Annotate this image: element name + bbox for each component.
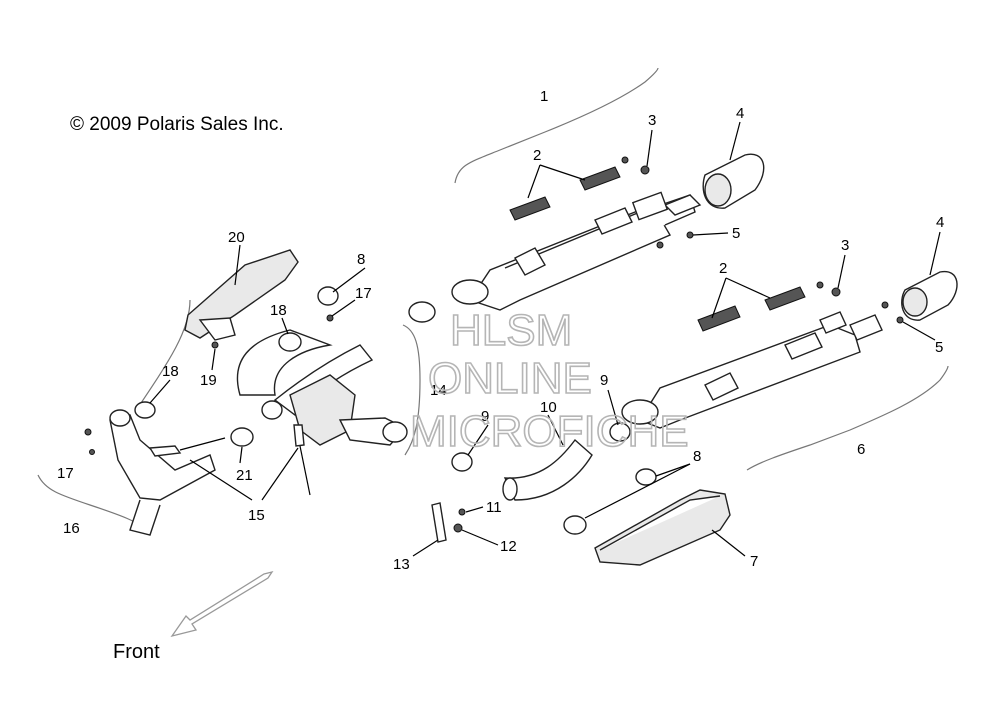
watermark: HLSM ONLINE MICROFICHE (409, 305, 689, 457)
callout-4-upper: 4 (736, 105, 744, 122)
callout-9-right: 9 (600, 372, 608, 389)
nut-17-upper (326, 314, 334, 322)
callout-7: 7 (750, 553, 758, 570)
front-label: Front (113, 641, 160, 663)
callout-3-lower: 3 (841, 237, 849, 254)
bolt-3b-lower (816, 281, 824, 289)
callout-8-lower: 8 (693, 448, 701, 465)
callout-8-upper: 8 (357, 251, 365, 268)
ring-8-upper (317, 286, 339, 306)
head-pipe-assembly (236, 329, 408, 446)
callout-19: 19 (200, 372, 217, 389)
callout-2-lower: 2 (719, 260, 727, 277)
gasket-18-lower (134, 401, 156, 419)
screw-5-upper (686, 231, 694, 239)
oxygen-sensor-left (148, 437, 226, 457)
bolt-3-upper (640, 165, 650, 175)
watermark-line-3: MICROFICHE (410, 407, 689, 456)
copyright-text: © 2009 Polaris Sales Inc. (70, 114, 284, 135)
muffler-tip-lower (901, 270, 958, 321)
callout-12: 12 (500, 538, 517, 555)
clamp-14-upper (408, 301, 436, 323)
watermark-line-1: HLSM (450, 306, 572, 355)
brace-14 (402, 324, 421, 456)
clamp-21 (230, 427, 254, 447)
callout-6: 6 (857, 441, 865, 458)
upper-muffler (451, 191, 702, 311)
watermark-line-2: ONLINE (428, 354, 592, 403)
callout-20: 20 (228, 229, 245, 246)
callout-21: 21 (236, 467, 253, 484)
callout-5-lower: 5 (935, 339, 943, 356)
screw-5-lower (881, 301, 889, 309)
brace-6 (746, 365, 949, 471)
callout-17-lower: 17 (57, 465, 74, 482)
mounting-bracket (431, 502, 466, 543)
brace-1 (454, 67, 659, 184)
callout-5-upper: 5 (732, 225, 740, 242)
clamp-9-right (609, 422, 631, 442)
screw-5b-upper (656, 241, 664, 249)
lower-heat-shield (594, 489, 731, 566)
brace-left (134, 299, 191, 413)
leader-lines (149, 121, 941, 557)
crossover-pipe (502, 438, 593, 501)
callout-14: 14 (430, 382, 447, 399)
callout-2-upper: 2 (533, 147, 541, 164)
callout-18-upper: 18 (270, 302, 287, 319)
oxygen-sensor-right (293, 424, 311, 496)
callout-labels: 1 2 3 4 5 2 3 4 5 6 7 8 9 9 10 11 12 13 … (57, 88, 944, 573)
clamp-ring-8b (563, 515, 587, 535)
callout-11: 11 (486, 499, 502, 516)
callout-13: 13 (393, 556, 410, 573)
header-pipe (109, 409, 216, 536)
callout-15: 15 (248, 507, 265, 524)
callout-1: 1 (540, 88, 548, 105)
callout-3-upper: 3 (648, 112, 656, 129)
clamp-9-left (451, 452, 473, 472)
gasket-18-upper (278, 332, 302, 352)
front-direction-arrow: Front (113, 570, 274, 663)
heat-shield-pads-lower (697, 286, 806, 332)
muffler-tip-upper (702, 153, 765, 209)
callout-10: 10 (540, 399, 557, 416)
lower-muffler (621, 311, 883, 429)
bolt-3b-upper (621, 156, 629, 164)
callout-4-lower: 4 (936, 214, 944, 231)
callout-16: 16 (63, 520, 80, 537)
clamp-ring-8a (635, 468, 657, 486)
bolt-3-lower (831, 287, 841, 297)
callout-17-upper: 17 (355, 285, 372, 302)
nut-17-lower (84, 428, 92, 436)
callout-18-lower: 18 (162, 363, 179, 380)
screw-5b-lower (896, 316, 904, 324)
callout-9-left: 9 (481, 408, 489, 425)
header-heat-shield (184, 249, 299, 341)
nut-17b-lower (89, 449, 95, 455)
nut-19 (211, 341, 219, 349)
heat-shield-pads-upper (509, 166, 621, 221)
